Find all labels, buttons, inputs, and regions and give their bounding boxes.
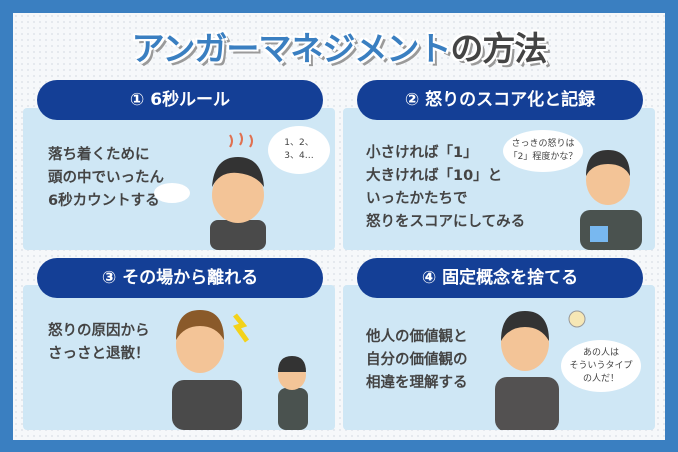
- angry-boss-illustration: [172, 310, 308, 430]
- title-accent: アンガーマネジメント: [131, 29, 452, 68]
- thought-bubble-score: さっきの怒りは 「2」程度かな？: [503, 130, 583, 172]
- heading-leave-scene: ③ その場から離れる: [37, 258, 323, 298]
- man-with-idea-illustration: [495, 310, 586, 430]
- thought-bubble-counting: 1、2、 3、4…: [268, 126, 330, 174]
- heading-anger-scoring: ② 怒りのスコア化と記録: [357, 80, 643, 120]
- title-rest: の方法: [450, 29, 547, 68]
- text-leave-scene: 怒りの原因から さっさと退散！: [48, 323, 150, 362]
- page-title: アンガーマネジメントの方法: [0, 22, 678, 70]
- text-anger-scoring: 小さければ「1」 大きければ「10」と いったかたちで 怒りをスコアにしてみる: [366, 145, 526, 230]
- angry-man-illustration: [154, 132, 266, 250]
- heading-drop-fixed-ideas: ④ 固定概念を捨てる: [357, 258, 643, 298]
- text-6-second-rule: 落ち着くために 頭の中でいったん 6秒カウントする: [48, 147, 164, 209]
- thought-bubble-understanding: あの人は そういうタイプ の人だ！: [561, 340, 641, 392]
- man-taking-notes-illustration: [580, 150, 642, 250]
- text-drop-fixed-ideas: 他人の価値観と 自分の価値観の 相違を理解する: [366, 329, 468, 391]
- heading-6-second-rule: ① 6秒ルール: [37, 80, 323, 120]
